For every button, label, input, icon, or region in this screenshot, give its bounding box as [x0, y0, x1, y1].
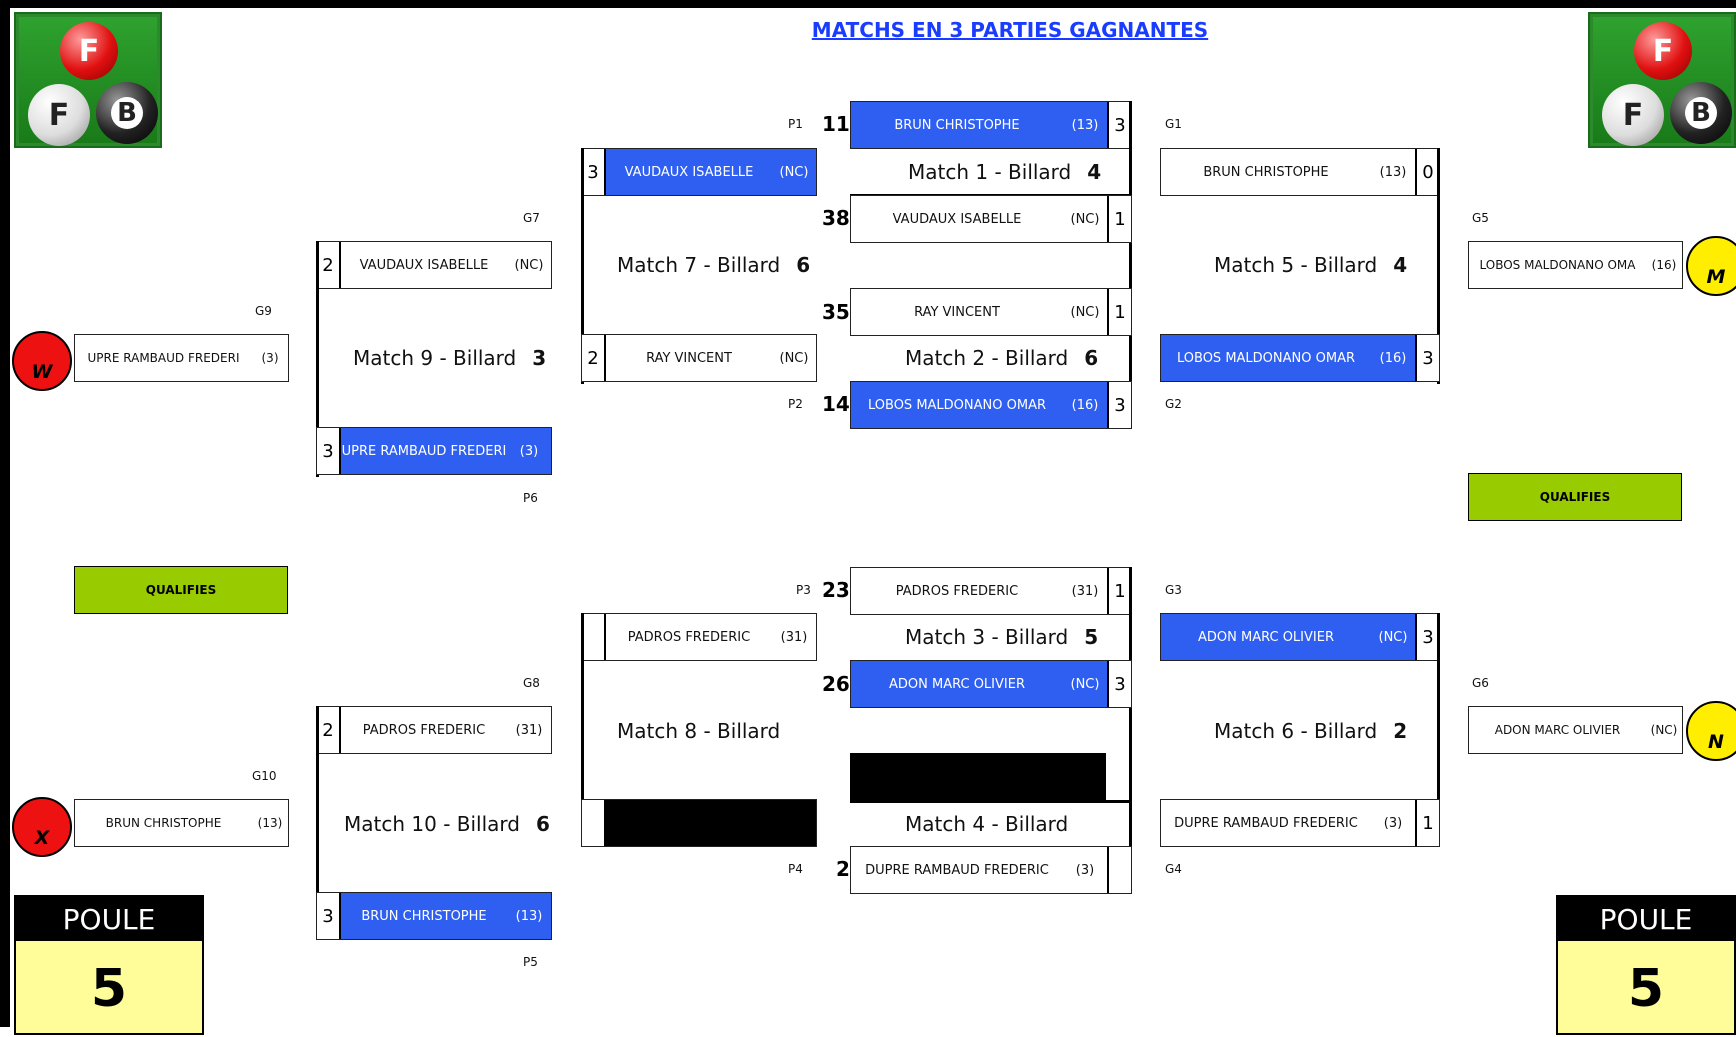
seed-p4: 2: [836, 857, 850, 881]
connector: [1129, 567, 1132, 892]
poule-label: POULE: [16, 897, 202, 941]
seed-26: 26: [822, 672, 850, 696]
match8-label: Match 8 - Billard: [617, 719, 781, 743]
seed-p3: 23: [822, 578, 850, 602]
tag-p6: P6: [523, 491, 538, 505]
tag-p3: P3: [796, 583, 811, 597]
circle-n: N: [1686, 701, 1736, 761]
match4-label: Match 4 - Billard: [905, 812, 1069, 836]
poule-number: 5: [90, 959, 128, 1019]
tag-g9: G9: [255, 304, 272, 318]
qualifies-banner-left: QUALIFIES: [74, 566, 288, 614]
poule-box-left: POULE 5: [14, 895, 204, 1035]
poule-number: 5: [1627, 959, 1665, 1019]
match2-player-b[interactable]: LOBOS MALDONANO OMAR(16)3: [850, 381, 1132, 429]
circle-x: X: [12, 797, 72, 857]
connector: [1437, 613, 1440, 847]
seed-35: 35: [822, 300, 850, 324]
match8-player-a[interactable]: PADROS FREDERIC(31): [581, 613, 817, 661]
match3-player-b[interactable]: ADON MARC OLIVIER(NC)3: [850, 660, 1132, 708]
match4-player-a-empty[interactable]: [850, 753, 1106, 801]
tag-g10: G10: [252, 769, 277, 783]
connector: [316, 241, 319, 477]
tag-g3: G3: [1165, 583, 1182, 597]
match6-player-a[interactable]: ADON MARC OLIVIER(NC)3: [1160, 613, 1440, 661]
match3-player-a[interactable]: PADROS FREDERIC(31)1: [850, 567, 1132, 615]
tag-g7: G7: [523, 211, 540, 225]
tag-p4: P4: [788, 862, 803, 876]
tag-p2: P2: [788, 397, 803, 411]
tag-p1: P1: [788, 117, 803, 131]
seed-38: 38: [822, 206, 850, 230]
g9-qualified-slot[interactable]: UPRE RAMBAUD FREDERI(3): [74, 334, 289, 382]
tag-g6: G6: [1472, 676, 1489, 690]
match2-player-a[interactable]: RAY VINCENT(NC)1: [850, 288, 1132, 336]
red-ball-icon: F: [60, 22, 118, 80]
circle-w: W: [12, 331, 72, 391]
black-ball-icon: B: [1670, 82, 1732, 144]
tag-p5: P5: [523, 955, 538, 969]
match1-player-b[interactable]: VAUDAUX ISABELLE(NC)1: [850, 195, 1132, 243]
g5-qualified-slot[interactable]: LOBOS MALDONANO OMA(16): [1468, 241, 1683, 289]
connector: [850, 800, 1132, 803]
match8-player-b[interactable]: [581, 799, 817, 847]
white-ball-icon: F: [28, 84, 90, 146]
connector: [581, 613, 584, 847]
match4-player-b[interactable]: DUPRE RAMBAUD FREDERIC(3): [850, 846, 1132, 894]
match5-player-b[interactable]: LOBOS MALDONANO OMAR(16)3: [1160, 334, 1440, 382]
g6-qualified-slot[interactable]: ADON MARC OLIVIER(NC): [1468, 706, 1683, 754]
qualifies-banner-right: QUALIFIES: [1468, 473, 1682, 521]
seed-p1: 11: [822, 112, 850, 136]
seed-p2: 14: [822, 392, 850, 416]
ffb-logo-right: F F B: [1588, 12, 1736, 148]
g10-qualified-slot[interactable]: BRUN CHRISTOPHE(13): [74, 799, 289, 847]
poule-box-right: POULE 5: [1556, 895, 1736, 1035]
tag-g8: G8: [523, 676, 540, 690]
red-ball-icon: F: [1634, 22, 1692, 80]
connector: [316, 706, 319, 940]
page-title[interactable]: MATCHS EN 3 PARTIES GAGNANTES: [811, 18, 1209, 42]
connector: [581, 148, 584, 384]
connector: [1437, 148, 1440, 384]
ffb-logo-left: F F B: [14, 12, 162, 148]
circle-m: M: [1686, 236, 1736, 296]
connector: [1129, 101, 1132, 387]
white-ball-icon: F: [1602, 84, 1664, 146]
tag-g1: G1: [1165, 117, 1182, 131]
poule-label: POULE: [1558, 897, 1734, 941]
tag-g5: G5: [1472, 211, 1489, 225]
black-ball-icon: B: [96, 82, 158, 144]
match6-player-b[interactable]: DUPRE RAMBAUD FREDERIC(3)1: [1160, 799, 1440, 847]
tag-g2: G2: [1165, 397, 1182, 411]
match1-player-a[interactable]: BRUN CHRISTOPHE(13)3: [850, 101, 1132, 149]
tag-g4: G4: [1165, 862, 1182, 876]
match5-player-a[interactable]: BRUN CHRISTOPHE(13)0: [1160, 148, 1440, 196]
